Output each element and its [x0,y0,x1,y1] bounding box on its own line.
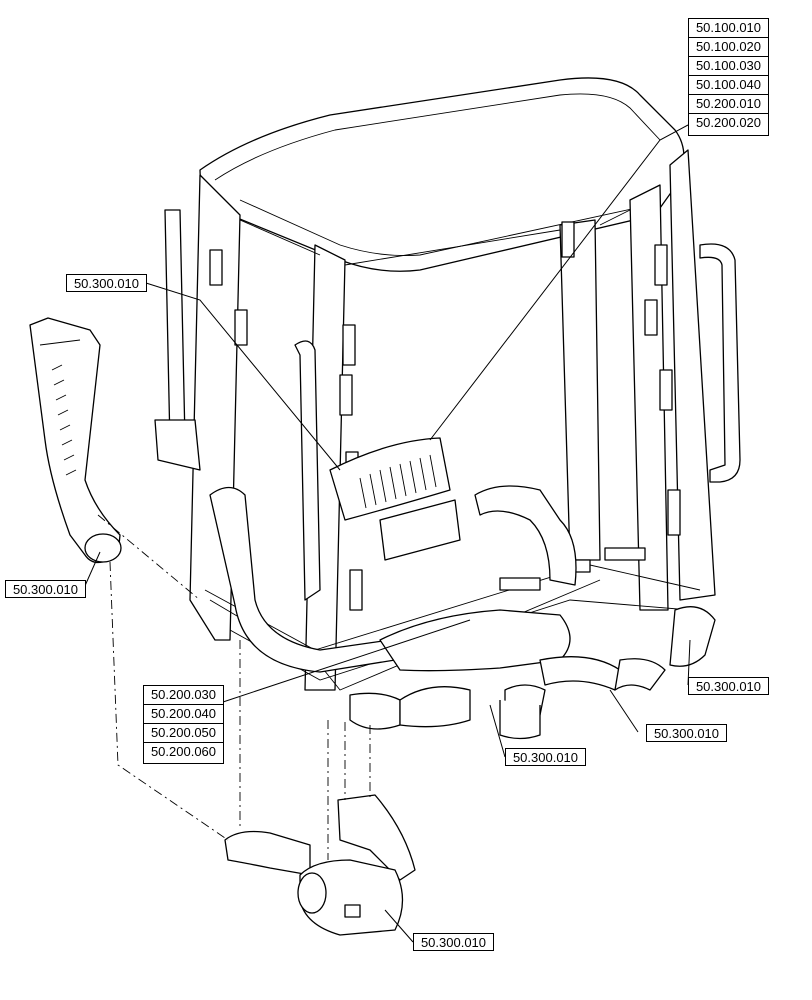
callout-bottom-center: 50.300.010 [505,748,586,766]
callout-label: 50.100.030 [689,57,768,76]
callout-label: 50.100.010 [689,19,768,38]
callout-bottom-right: 50.300.010 [646,724,727,742]
alignment-lines [97,514,371,860]
callout-bottom: 50.300.010 [413,933,494,951]
callout-label: 50.200.040 [144,705,223,724]
grab-handles [154,209,741,601]
callout-label: 50.200.060 [150,744,217,759]
callout-label: 50.200.020 [695,115,762,130]
heater-unit [329,437,461,561]
callout-left-lower: 50.300.010 [5,580,86,598]
air-ducts [209,485,716,740]
callout-label: 50.200.050 [144,724,223,743]
callout-group-top-right: 50.100.010 50.100.020 50.100.030 50.100.… [688,18,769,136]
callout-group-bottom-left: 50.200.030 50.200.040 50.200.050 50.200.… [143,685,224,764]
callout-right-lower: 50.300.010 [688,677,769,695]
callout-left-upper: 50.300.010 [66,274,147,292]
callout-label: 50.200.010 [689,95,768,114]
loose-duct-bottom [224,794,416,936]
callout-label: 50.100.040 [689,76,768,95]
callout-label: 50.200.030 [144,686,223,705]
callout-label: 50.100.020 [689,38,768,57]
cab-roof [199,77,685,272]
loose-duct-left [29,317,122,564]
connector-clips [209,221,681,611]
